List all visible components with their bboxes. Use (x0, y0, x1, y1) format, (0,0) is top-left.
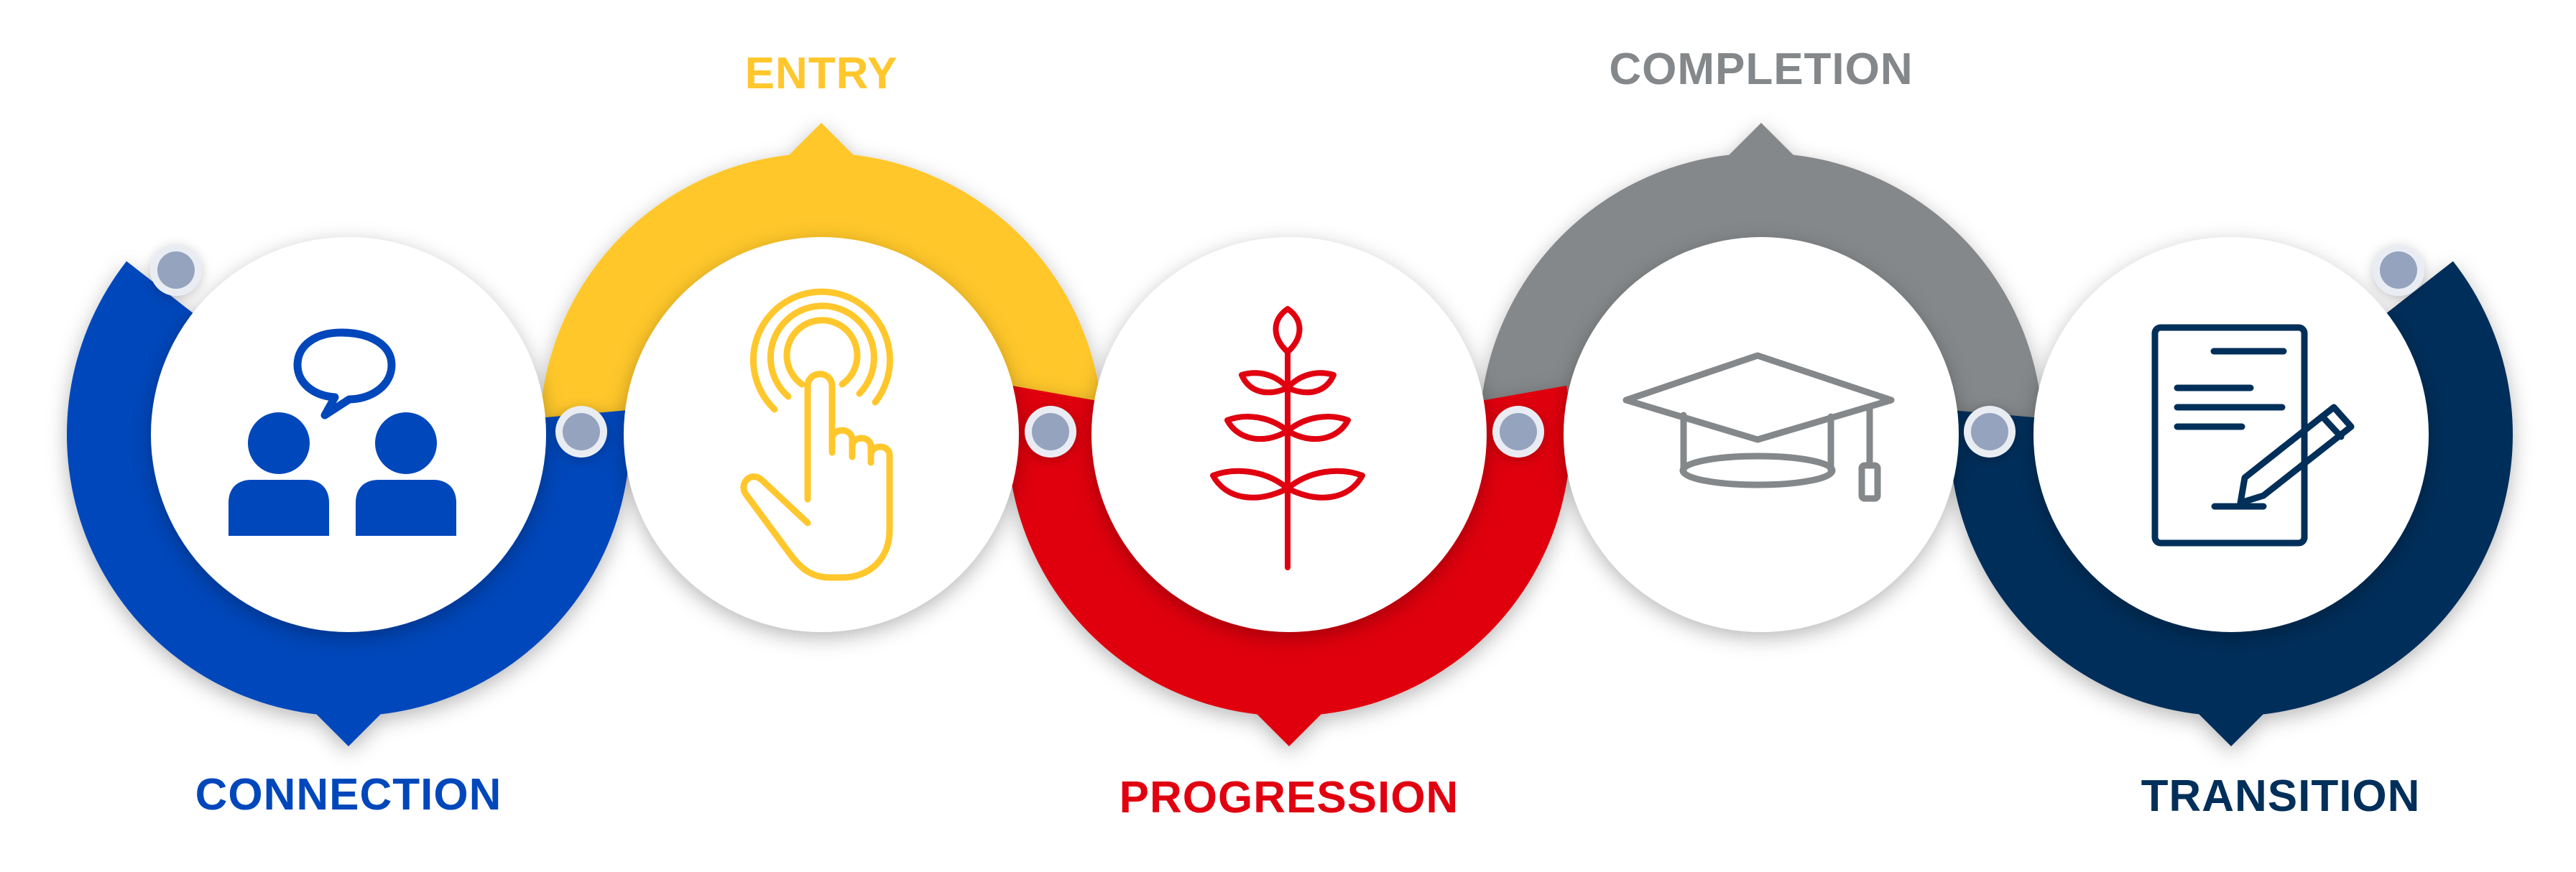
document-pen-icon (2151, 324, 2355, 547)
step-label-completion: COMPLETION (1609, 45, 1913, 94)
connector-dot (1025, 406, 1076, 458)
connector-dot (1492, 406, 1544, 458)
step-label-transition: TRANSITION (2141, 771, 2421, 821)
step-label-entry: ENTRY (744, 49, 898, 98)
connector-dot (1964, 406, 2016, 458)
transition-arc (1949, 261, 2513, 746)
step-label-connection: CONNECTION (195, 770, 502, 820)
entry-circle (624, 237, 1019, 632)
connection-arc (66, 261, 631, 746)
connector-dot (150, 244, 202, 296)
progression-arc (1007, 385, 1571, 746)
people-conversation-icon (228, 328, 456, 536)
transition-circle (2033, 237, 2429, 632)
touch-hand-icon (740, 288, 893, 581)
entry-arc (540, 123, 1103, 484)
completion-circle (1564, 237, 1959, 632)
connector-dot (555, 406, 607, 458)
connector-dot (2373, 244, 2424, 296)
connection-circle (151, 237, 546, 632)
graduation-cap-icon (1622, 352, 1895, 502)
sprouting-plant-icon (1210, 306, 1365, 570)
completion-arc (1479, 123, 2043, 484)
step-label-progression: PROGRESSION (1119, 773, 1459, 822)
